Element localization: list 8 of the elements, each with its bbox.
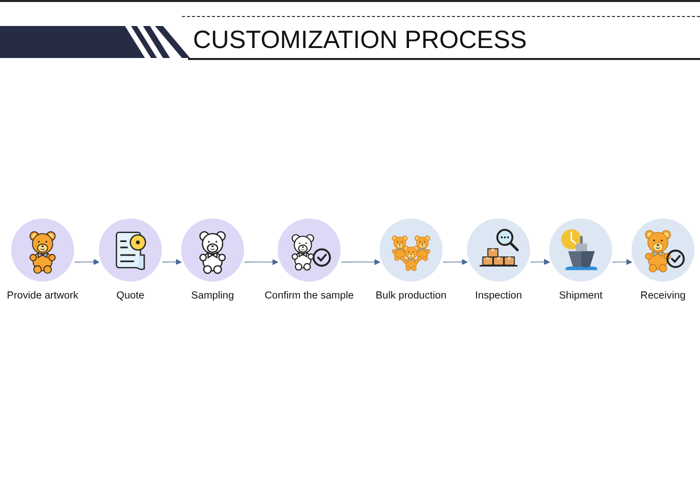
arrow (612, 259, 632, 266)
arrow (340, 259, 380, 266)
diagram-title: CUSTOMIZATION PROCESS (193, 25, 527, 56)
arrow (442, 259, 468, 266)
arrow (162, 259, 182, 266)
arrow (530, 259, 550, 266)
arrow (74, 259, 100, 266)
arrow (244, 259, 278, 266)
